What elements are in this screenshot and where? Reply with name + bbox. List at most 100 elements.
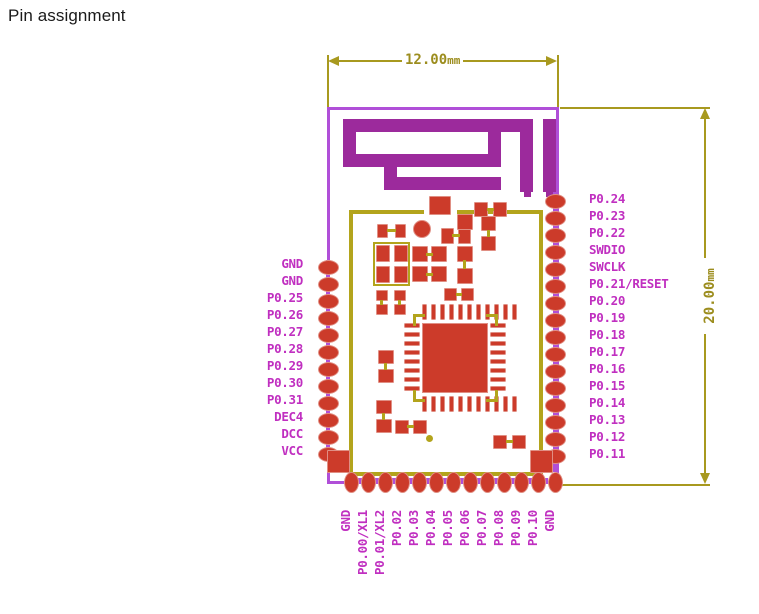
pin-label-left-11: DCC — [281, 426, 303, 441]
pad-right-11 — [545, 364, 566, 379]
left-pad-rail — [326, 260, 329, 460]
pin-label-right-5: SWCLK — [589, 259, 626, 274]
pad-right-8 — [545, 313, 566, 328]
via-marker — [426, 435, 433, 442]
pin-label-bottom-10: P0.08 — [491, 510, 506, 547]
pad-right-12 — [545, 381, 566, 396]
pad-bottom-8 — [463, 472, 478, 493]
pad-bottom-5 — [412, 472, 427, 493]
width-arrow-right-icon — [546, 56, 557, 66]
pin-label-right-11: P0.16 — [589, 361, 626, 376]
pad-left-7 — [318, 362, 339, 377]
pin-label-left-4: P0.26 — [266, 307, 303, 322]
pin-label-bottom-11: P0.09 — [508, 510, 523, 547]
pad-right-13 — [545, 398, 566, 413]
pad-right-5 — [545, 262, 566, 277]
pin-label-right-8: P0.19 — [589, 310, 626, 325]
pin-label-bottom-5: P0.03 — [406, 510, 421, 547]
pad-left-1 — [318, 260, 339, 275]
pin-label-left-7: P0.29 — [266, 358, 303, 373]
pad-bottom-12 — [531, 472, 546, 493]
pad-bottom-3 — [378, 472, 393, 493]
height-dimension-label: 20.00mm — [702, 258, 718, 334]
pin-label-bottom-12: P0.10 — [525, 510, 540, 547]
corner-pad-bottom-left — [327, 450, 350, 473]
pin-label-bottom-2: P0.00/XL1 — [355, 510, 370, 576]
pin-label-bottom-8: P0.06 — [457, 510, 472, 547]
pad-right-2 — [545, 211, 566, 226]
pin-label-left-10: DEC4 — [274, 409, 303, 424]
pin-label-left-8: P0.30 — [266, 375, 303, 390]
pad-left-4 — [318, 311, 339, 326]
pin-label-bottom-1: GND — [338, 510, 353, 532]
pad-left-6 — [318, 345, 339, 360]
component-round-top — [413, 220, 431, 238]
pin-label-right-10: P0.17 — [589, 344, 626, 359]
pad-right-10 — [545, 347, 566, 362]
pin-label-right-13: P0.14 — [589, 395, 626, 410]
pin-label-left-9: P0.31 — [266, 392, 303, 407]
pin-label-left-6: P0.28 — [266, 341, 303, 356]
qfn-thermal-pad — [422, 323, 488, 393]
pcb-board-outline — [318, 107, 566, 493]
pin-label-right-9: P0.18 — [589, 327, 626, 342]
pin-label-left-5: P0.27 — [266, 324, 303, 339]
pin-label-bottom-6: P0.04 — [423, 510, 438, 547]
pin-label-left-12: VCC — [281, 443, 303, 458]
pad-right-14 — [545, 415, 566, 430]
pad-bottom-6 — [429, 472, 444, 493]
pin-label-right-3: P0.22 — [589, 225, 626, 240]
pad-bottom-11 — [514, 472, 529, 493]
pin-label-bottom-4: P0.02 — [389, 510, 404, 547]
pad-right-6 — [545, 279, 566, 294]
pad-bottom-10 — [497, 472, 512, 493]
pad-bottom-13 — [548, 472, 563, 493]
component-pad-top-center — [429, 196, 451, 215]
pad-left-3 — [318, 294, 339, 309]
pad-bottom-1 — [344, 472, 359, 493]
height-arrow-top-icon — [700, 108, 710, 119]
pin-label-right-4: SWDIO — [589, 242, 626, 257]
page-title: Pin assignment — [8, 6, 126, 25]
height-ext-line-top — [560, 107, 710, 109]
pad-right-4 — [545, 245, 566, 260]
pad-left-11 — [318, 430, 339, 445]
pad-left-5 — [318, 328, 339, 343]
pad-left-8 — [318, 379, 339, 394]
pin-label-right-15: P0.12 — [589, 429, 626, 444]
width-arrow-left-icon — [328, 56, 339, 66]
pad-left-10 — [318, 413, 339, 428]
pin-label-right-2: P0.23 — [589, 208, 626, 223]
pin-label-left-3: P0.25 — [266, 290, 303, 305]
pad-bottom-7 — [446, 472, 461, 493]
pin-label-bottom-9: P0.07 — [474, 510, 489, 547]
pin-label-bottom-7: P0.05 — [440, 510, 455, 547]
height-ext-line-bottom — [560, 484, 710, 486]
pin-label-right-16: P0.11 — [589, 446, 626, 461]
pin-label-bottom-13: GND — [542, 510, 557, 532]
pad-right-1 — [545, 194, 566, 209]
pad-bottom-9 — [480, 472, 495, 493]
pad-left-9 — [318, 396, 339, 411]
pad-left-2 — [318, 277, 339, 292]
width-dimension-label: 12.00mm — [402, 52, 464, 68]
corner-pad-bottom-right — [530, 450, 553, 473]
pin-label-left-1: GND — [281, 256, 303, 271]
qfn-chip — [404, 302, 517, 422]
pad-right-15 — [545, 432, 566, 447]
pin-label-bottom-3: P0.01/XL2 — [372, 510, 387, 576]
pin-label-left-2: GND — [281, 273, 303, 288]
pad-right-9 — [545, 330, 566, 345]
pin-label-right-7: P0.20 — [589, 293, 626, 308]
width-ext-line-left — [327, 55, 329, 110]
height-arrow-bottom-icon — [700, 473, 710, 484]
pin-label-right-6: P0.21/RESET — [589, 276, 669, 291]
pin-label-right-14: P0.13 — [589, 412, 626, 427]
pad-bottom-2 — [361, 472, 376, 493]
pin-label-right-1: P0.24 — [589, 191, 626, 206]
pad-right-3 — [545, 228, 566, 243]
pad-bottom-4 — [395, 472, 410, 493]
width-ext-line-right — [557, 55, 559, 110]
pad-right-7 — [545, 296, 566, 311]
